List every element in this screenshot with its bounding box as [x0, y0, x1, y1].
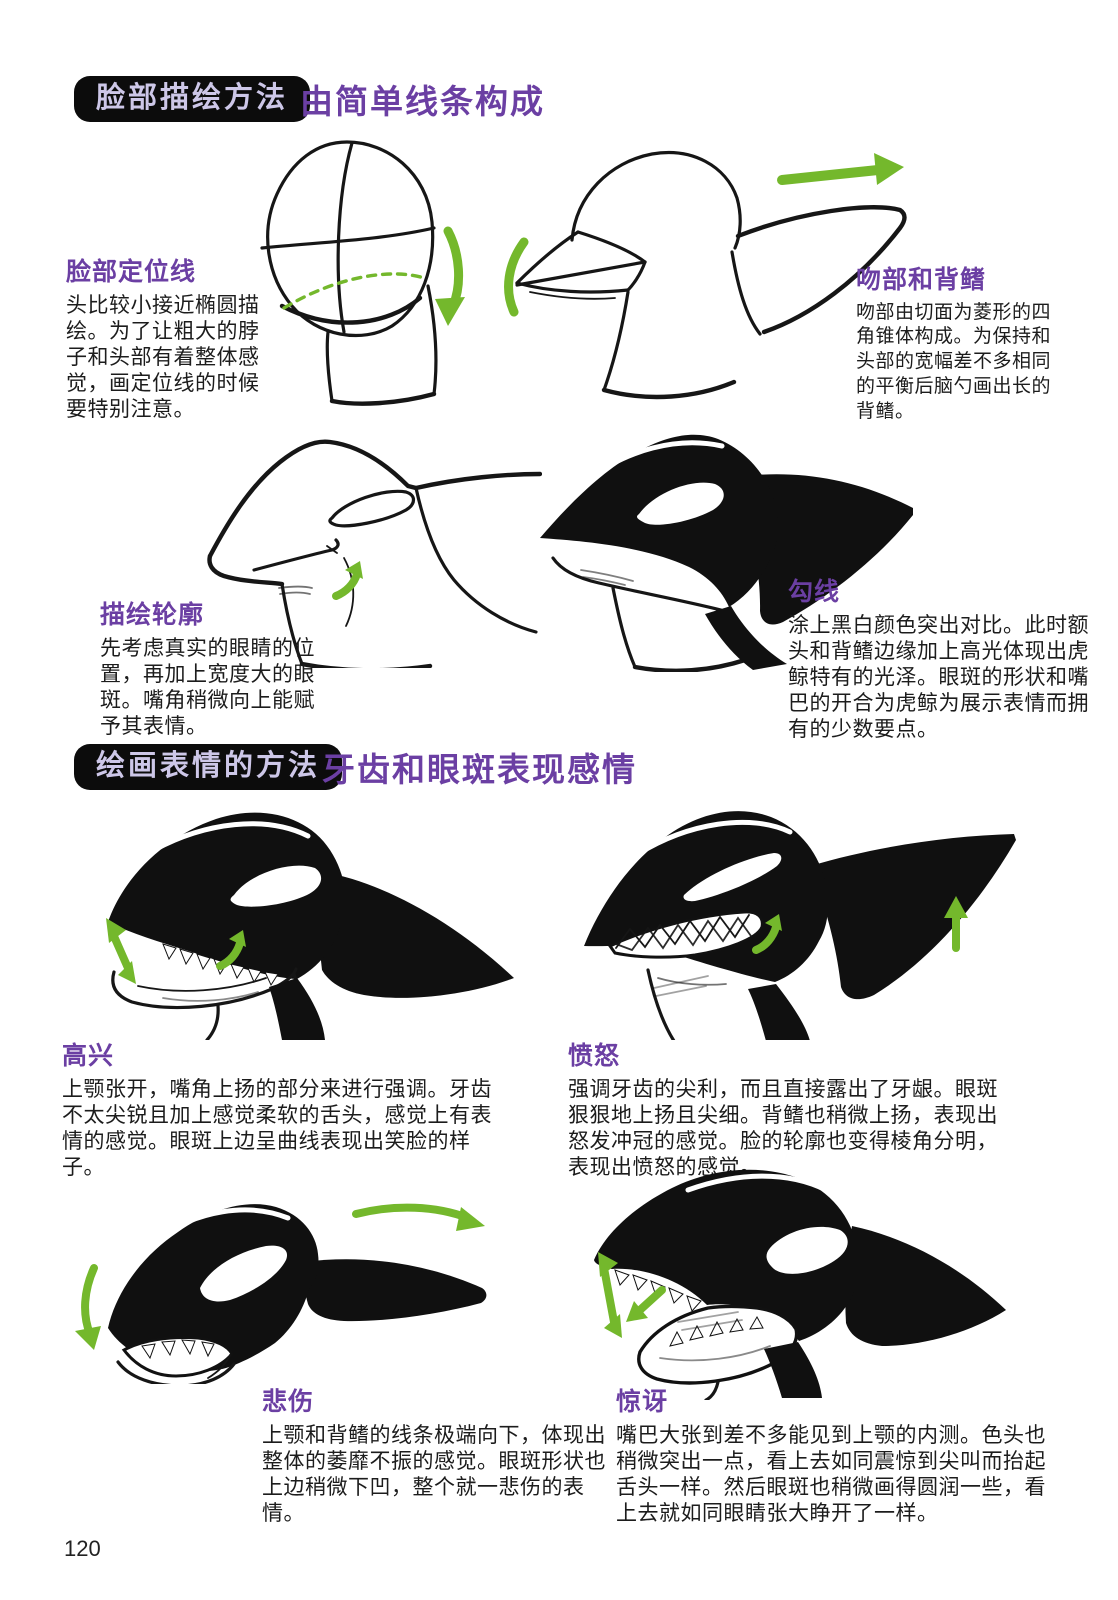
- snout-fin-body: 吻部由切面为菱形的四角锥体构成。为保持和头部的宽幅差不多相同的平衡后脑勺画出长的…: [856, 301, 1052, 422]
- construction-head-sketch: [260, 140, 465, 406]
- happy-orca-illustration: [106, 812, 514, 1040]
- angry-body: 强调牙齿的尖利，而且直接露出了牙龈。眼斑狠狠地上扬且尖细。背鳍也稍微上扬，表现出…: [568, 1077, 998, 1179]
- guide-line-body: 头比较小接近椭圆描绘。为了让粗大的脖子和头部有着整体感觉，画定位线的时候要特别注…: [66, 293, 260, 421]
- happy-heading: 高兴: [62, 1042, 115, 1070]
- expression-section-badge-label: 绘画表情的方法: [74, 744, 343, 790]
- angry-heading: 愤怒: [568, 1042, 621, 1070]
- surprised-body: 嘴巴大张到差不多能见到上颚的内测。色头也稍微突出一点，看上去如同震惊到尖叫而抬起…: [616, 1423, 1046, 1525]
- sad-body: 上颚和背鳍的线条极端向下，体现出整体的萎靡不振的感觉。眼斑形状也上边稍微下凹，整…: [262, 1423, 606, 1525]
- angry-block: 愤怒 强调牙齿的尖利，而且直接露出了牙龈。眼斑狠狠地上扬且尖细。背鳍也稍微上扬，…: [568, 1042, 1016, 1181]
- surprised-orca-illustration: [594, 1169, 1006, 1400]
- expression-section-badge: 绘画表情的方法: [74, 744, 343, 790]
- inked-orca-illustration: [540, 434, 913, 672]
- snout-fin-sketch: [504, 151, 907, 400]
- surprised-block: 惊讶 嘴巴大张到差不多能见到上颚的内测。色头也稍微突出一点，看上去如同震惊到尖叫…: [616, 1388, 1048, 1527]
- sad-block: 悲伤 上颚和背鳍的线条极端向下，体现出整体的萎靡不振的感觉。眼斑形状也上边稍微下…: [262, 1388, 610, 1527]
- inking-heading: 勾线: [788, 578, 841, 606]
- face-section-subtitle: 由简单线条构成: [300, 83, 545, 120]
- snout-fin-heading: 吻部和背鳍: [856, 266, 987, 294]
- page-number: 120: [64, 1536, 101, 1561]
- outline-block: 描绘轮廓 先考虑真实的眼睛的位置，再加上宽度大的眼斑。嘴角稍微向上能赋予其表情。: [100, 601, 326, 740]
- sad-orca-illustration: [75, 1203, 487, 1384]
- angry-orca-illustration: [584, 811, 1016, 1040]
- outline-orca-sketch: [207, 439, 542, 668]
- outline-heading: 描绘轮廓: [100, 601, 205, 629]
- face-section-badge-label: 脸部描绘方法: [74, 76, 311, 122]
- surprised-heading: 惊讶: [616, 1388, 669, 1416]
- outline-body: 先考虑真实的眼睛的位置，再加上宽度大的眼斑。嘴角稍微向上能赋予其表情。: [100, 636, 315, 738]
- inking-body: 涂上黑白颜色突出对比。此时额头和背鳍边缘加上高光体现出虎鲸特有的光泽。眼斑的形状…: [788, 613, 1089, 741]
- guide-line-block: 脸部定位线 头比较小接近椭圆描绘。为了让粗大的脖子和头部有着整体感觉，画定位线的…: [66, 258, 280, 423]
- face-section-badge: 脸部描绘方法: [74, 76, 311, 122]
- happy-body: 上颚张开，嘴角上扬的部分来进行强调。牙齿不太尖锐且加上感觉柔软的舌头，感觉上有表…: [62, 1077, 492, 1179]
- inking-block: 勾线 涂上黑白颜色突出对比。此时额头和背鳍边缘加上高光体现出虎鲸特有的光泽。眼斑…: [788, 578, 1103, 743]
- sad-heading: 悲伤: [262, 1388, 315, 1416]
- expression-section-subtitle: 牙齿和眼斑表现感情: [322, 751, 637, 788]
- guide-line-heading: 脸部定位线: [66, 258, 197, 286]
- happy-block: 高兴 上颚张开，嘴角上扬的部分来进行强调。牙齿不太尖锐且加上感觉柔软的舌头，感觉…: [62, 1042, 494, 1181]
- snout-fin-block: 吻部和背鳍 吻部由切面为菱形的四角锥体构成。为保持和头部的宽幅差不多相同的平衡后…: [856, 266, 1056, 424]
